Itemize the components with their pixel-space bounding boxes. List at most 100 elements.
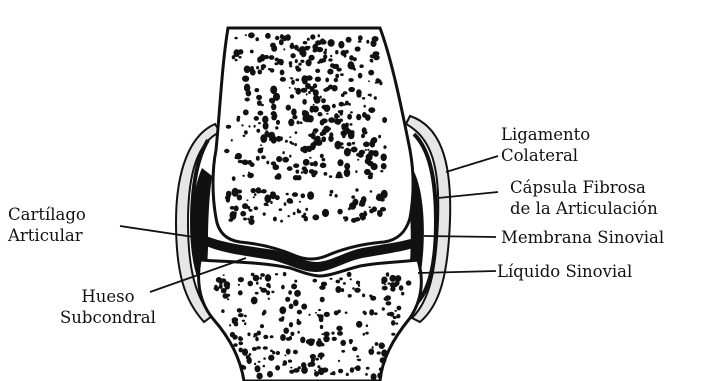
bone-pore <box>263 212 266 215</box>
bone-pore <box>382 307 385 311</box>
bone-pore <box>358 73 363 79</box>
bone-pore <box>247 160 252 165</box>
bone-pore <box>267 204 269 206</box>
bone-pore <box>244 315 247 318</box>
bone-pore <box>335 176 337 178</box>
bone-pore <box>275 365 280 370</box>
bone-pore <box>361 196 367 203</box>
bone-pore <box>339 102 345 107</box>
bone-pore <box>323 332 329 337</box>
bone-pore <box>342 134 346 139</box>
bone-pore <box>341 146 344 148</box>
bone-pore <box>293 212 296 215</box>
bone-pore <box>346 373 349 376</box>
bone-pore <box>282 36 287 42</box>
leader-ligamento-colateral <box>446 156 498 172</box>
bone-pore <box>338 41 344 49</box>
bone-pore <box>266 161 269 165</box>
bone-pore <box>227 298 229 300</box>
bone-pore <box>225 285 230 290</box>
bone-pore <box>311 143 315 146</box>
bone-pore <box>344 54 347 58</box>
bone-pore <box>356 114 361 120</box>
bone-pore <box>254 193 257 196</box>
bone-pore <box>394 310 397 312</box>
bone-pore <box>251 297 258 305</box>
bone-pore <box>232 318 236 322</box>
bone-pore <box>343 282 346 285</box>
bone-pore <box>353 68 356 71</box>
bone-pore <box>283 48 285 50</box>
bone-pore <box>283 360 287 366</box>
bone-pore <box>233 343 237 347</box>
bone-pore <box>242 175 245 177</box>
bone-pore <box>368 94 371 96</box>
bone-pore <box>350 123 353 126</box>
bone-pore <box>303 168 308 174</box>
bone-pore <box>294 280 297 283</box>
bone-pore <box>235 156 239 159</box>
bone-pore <box>367 149 369 151</box>
bone-pore <box>366 324 368 327</box>
bone-pore <box>281 316 284 319</box>
bone-pore <box>257 331 261 336</box>
bone-pore <box>252 347 257 351</box>
bone-pore <box>358 284 360 287</box>
bone-pore <box>365 332 369 335</box>
bone-pore <box>348 87 355 92</box>
bone-pore <box>393 316 397 319</box>
bone-pore <box>372 137 378 143</box>
bone-pore <box>274 114 278 117</box>
bone-pore <box>399 285 404 291</box>
bone-pore <box>287 198 293 204</box>
bone-pore <box>323 336 330 343</box>
bone-pore <box>261 189 267 193</box>
bone-pore <box>347 114 352 120</box>
bone-pore <box>285 140 288 143</box>
bone-pore <box>349 55 354 60</box>
bone-pore <box>320 163 327 169</box>
bone-pore <box>238 56 241 58</box>
bone-pore <box>329 132 333 137</box>
bone-pore <box>328 58 332 61</box>
bone-pore <box>260 273 265 277</box>
bone-pore <box>283 328 289 334</box>
bone-pore <box>238 277 244 282</box>
bone-pore <box>355 46 361 51</box>
bone-pore <box>321 333 324 335</box>
bone-pore <box>391 333 395 336</box>
bone-pore <box>289 141 292 144</box>
bone-pore <box>369 309 374 315</box>
bone-pore <box>295 59 298 63</box>
bone-pore <box>266 283 270 287</box>
bone-pore <box>388 312 394 316</box>
bone-pore <box>307 191 314 199</box>
bone-pore <box>373 150 378 156</box>
bone-pore <box>310 86 315 92</box>
bone-pore <box>303 41 308 44</box>
label-hueso-subcondral-line2: Subcondral <box>60 307 156 328</box>
bone-pore <box>263 310 267 315</box>
bone-pore <box>339 277 343 280</box>
bone-pore <box>337 331 343 336</box>
bone-pore <box>256 346 261 349</box>
bone-pore <box>344 169 351 177</box>
bone-pore <box>328 85 333 90</box>
bone-pore <box>327 69 333 75</box>
bone-pore <box>290 332 294 336</box>
bone-pore <box>273 217 277 222</box>
bone-pore <box>285 297 290 302</box>
bone-pore <box>349 339 353 343</box>
bone-pore <box>378 135 381 139</box>
bone-pore <box>366 367 370 370</box>
bone-pore <box>254 363 256 366</box>
bone-pore <box>347 142 352 146</box>
bone-pore <box>256 373 262 380</box>
bone-pore <box>258 70 263 75</box>
bone-pore <box>347 272 352 277</box>
label-capsula-fibrosa: Cápsula Fibrosa de la Articulación <box>510 177 658 219</box>
bone-pore <box>301 304 307 310</box>
bone-pore <box>290 53 295 58</box>
bone-pore <box>313 128 319 132</box>
bone-pore <box>258 59 261 62</box>
